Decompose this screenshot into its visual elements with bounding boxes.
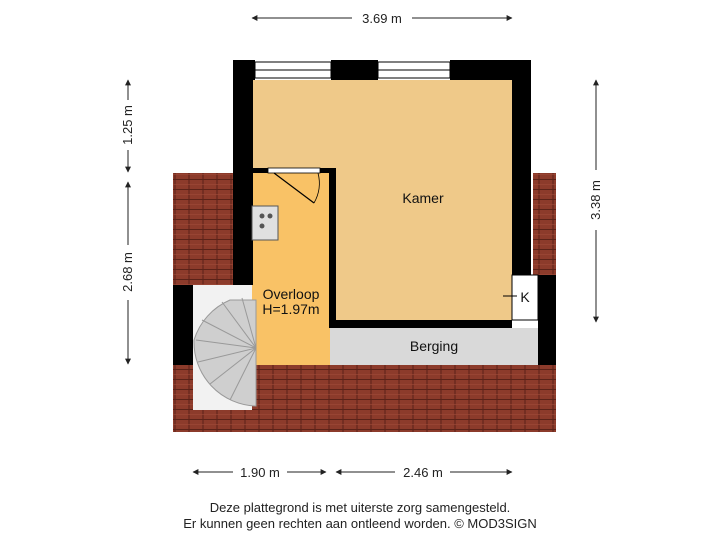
kast-closet [511,274,539,321]
footer-line-2: Er kunnen geen rechten aan ontleend word… [183,516,537,531]
window-left [254,61,332,79]
door [267,167,321,204]
room-label-berging: Berging [410,338,458,354]
room-label-kast: K [520,289,530,305]
roof-tiles-left [173,173,233,285]
dim-bottom-left: 1.90 m [240,465,280,480]
dim-left-upper: 1.25 m [120,105,135,145]
footer-line-1: Deze plattegrond is met uiterste zorg sa… [209,500,511,515]
dim-left-lower: 2.68 m [120,252,135,292]
dimension-lines [125,15,599,475]
dim-bottom-right: 2.46 m [403,465,443,480]
room-label-overloop-height: H=1.97m [262,301,319,317]
spiral-stair [193,297,257,407]
dim-top-width: 3.69 m [362,11,402,26]
sink-unit [251,205,279,241]
roof-tiles-right [533,173,556,285]
window-right [377,61,451,79]
room-label-kamer: Kamer [402,190,444,206]
berging-floor [330,328,538,365]
overloop-floor [252,170,330,365]
dim-right-height: 3.38 m [588,180,603,220]
room-label-overloop: Overloop [263,286,320,302]
